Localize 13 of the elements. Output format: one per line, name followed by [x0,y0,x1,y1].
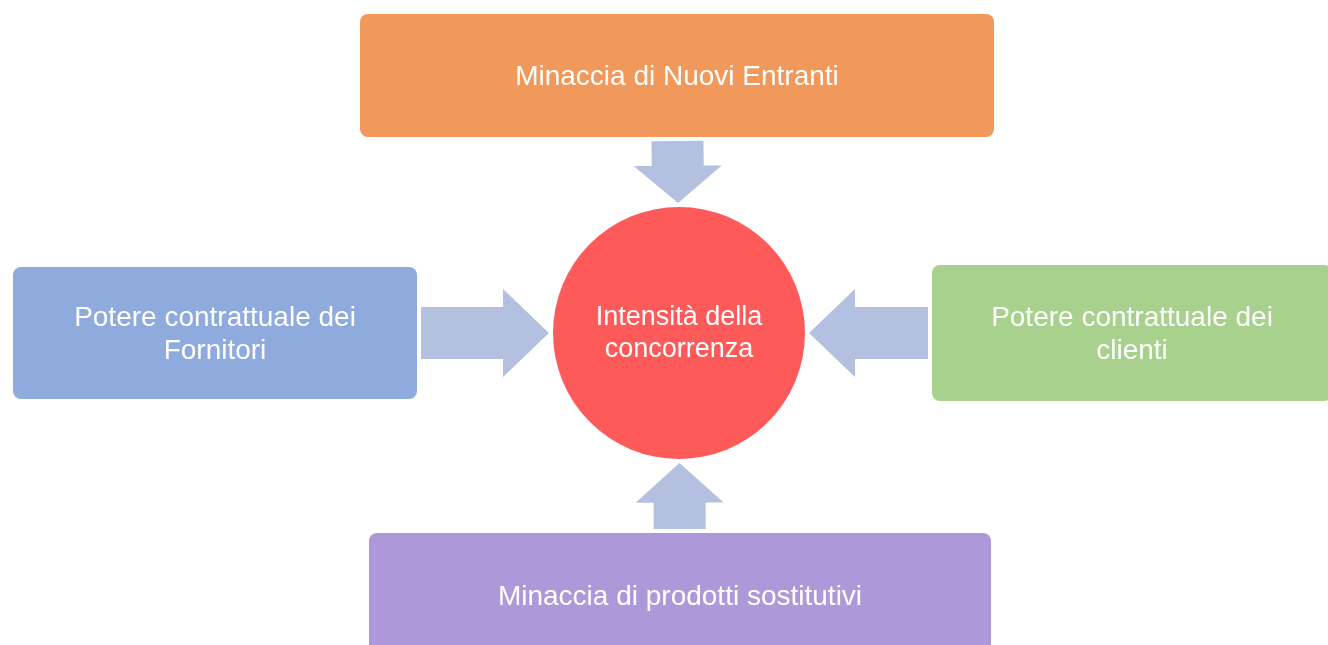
block-arrow [635,463,724,530]
node-label: Intensità della concorrenza [594,301,764,365]
block-arrow [421,289,549,377]
node-label: Potere contrattuale dei Fornitori [73,299,357,367]
node-label: Potere contrattuale dei clienti [990,299,1274,367]
block-arrow [633,140,722,203]
node-label: Minaccia di Nuovi Entranti [515,59,839,92]
block-arrow [809,289,928,377]
rounded-box [360,14,994,137]
rounded-box [13,267,417,399]
rounded-box [932,265,1328,401]
node-label: Minaccia di prodotti sostitutivi [497,579,863,612]
rounded-box [369,533,991,645]
